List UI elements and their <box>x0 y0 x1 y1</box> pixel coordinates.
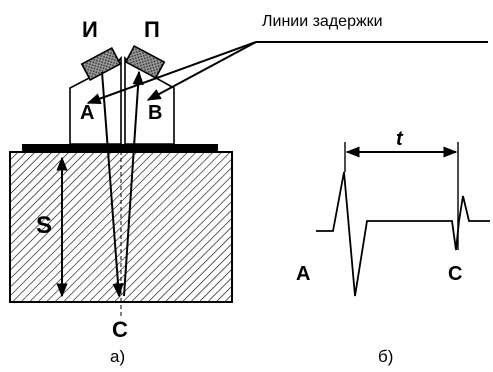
caption-a: а) <box>110 347 125 366</box>
transducer-emitter-icon <box>80 46 122 82</box>
beam-incident <box>101 71 124 298</box>
label-point-c: С <box>112 317 128 342</box>
label-thickness: S <box>36 212 52 239</box>
label-receiver: П <box>144 17 160 42</box>
label-signal-c: С <box>448 263 462 285</box>
beam-reflected <box>123 70 144 297</box>
transducer-receiver-icon <box>124 44 166 80</box>
leader-to-a <box>86 41 257 104</box>
label-emitter: И <box>82 17 98 42</box>
signal-trace <box>316 142 490 297</box>
label-signal-a: А <box>296 263 310 285</box>
label-time: t <box>396 128 404 150</box>
signal-waveform <box>316 171 490 297</box>
beam-paths <box>101 70 144 316</box>
transducer-receiver <box>124 44 166 80</box>
leader-to-b <box>146 41 257 101</box>
label-point-b: В <box>148 102 162 124</box>
transducer-emitter <box>80 46 122 82</box>
label-point-a: А <box>80 102 94 124</box>
delay-lines-leaders <box>86 41 488 104</box>
contact-plate <box>22 144 218 151</box>
label-delay-lines: Линии задержки <box>262 13 383 30</box>
caption-b: б) <box>378 347 393 366</box>
